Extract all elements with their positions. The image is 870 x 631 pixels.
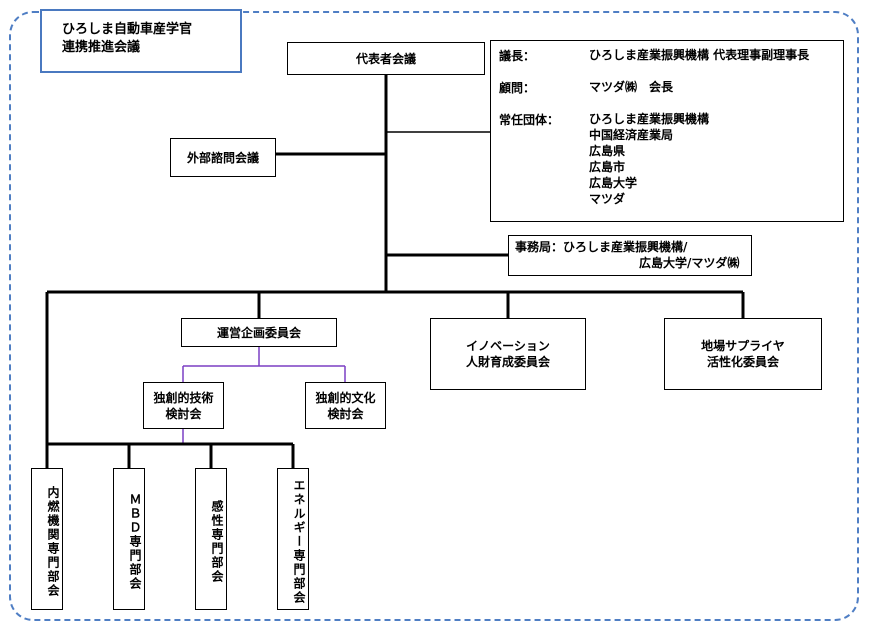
energy-dept-label: エネルギー専門部会 [292, 479, 306, 605]
members-list: ひろしま産業振興機構 中国経済産業局 広島県 広島市 広島大学 マツダ [589, 111, 709, 207]
council-title-line2: 連携推進会議 [62, 40, 141, 55]
innovation-line1: イノベーション [466, 339, 550, 353]
council-info-box: 議長： ひろしま産業振興機構 代表理事副理事長 顧問： マツダ㈱ 会長 常任団体… [490, 40, 844, 222]
supplier-committee-box: 地場サプライヤ 活性化委員会 [664, 318, 822, 390]
representative-meeting-box: 代表者会議 [287, 42, 485, 75]
member-item: マツダ [589, 192, 626, 206]
advisor-value: マツダ㈱ 会長 [589, 80, 674, 94]
chair-label: 議長： [499, 49, 536, 63]
planning-committee-box: 運営企画委員会 [181, 318, 337, 347]
tech-study-box: 独創的技術 検討会 [143, 382, 224, 429]
chair-value: ひろしま産業振興機構 代表理事副理事長 [589, 48, 810, 62]
secretariat-line2: 広島大学/マツダ㈱ [639, 256, 740, 270]
member-item: 広島大学 [589, 176, 638, 190]
member-item: 広島県 [589, 144, 626, 158]
supplier-line1: 地場サプライヤ [701, 339, 785, 353]
culture-study-line1: 独創的文化 [315, 390, 376, 405]
mbd-dept-label: ＭＢＤ専門部会 [128, 493, 142, 591]
representative-meeting-label: 代表者会議 [355, 51, 416, 66]
outer-dashed-frame [9, 11, 859, 621]
secretariat-line1: 事務局：ひろしま産業振興機構/ [515, 240, 688, 254]
member-item: ひろしま産業振興機構 [589, 112, 710, 126]
advisor-label: 顧問： [499, 81, 536, 95]
council-title-box: ひろしま自動車産学官 連携推進会議 [40, 9, 242, 73]
engine-dept-label: 内燃機関専門部会 [46, 486, 60, 598]
external-advisory-label: 外部諮問会議 [186, 150, 259, 165]
mbd-dept-box: ＭＢＤ専門部会 [113, 468, 145, 610]
culture-study-line2: 検討会 [327, 406, 364, 421]
council-title-line1: ひろしま自動車産学官 [62, 22, 193, 37]
innovation-committee-box: イノベーション 人財育成委員会 [430, 318, 586, 390]
member-item: 中国経済産業局 [589, 128, 674, 142]
energy-dept-box: エネルギー専門部会 [277, 468, 309, 610]
culture-study-box: 独創的文化 検討会 [305, 382, 386, 429]
innovation-line2: 人財育成委員会 [465, 355, 550, 369]
kansei-dept-box: 感性専門部会 [195, 468, 227, 610]
kansei-dept-label: 感性専門部会 [210, 500, 224, 584]
engine-dept-box: 内燃機関専門部会 [31, 468, 63, 610]
tech-study-line1: 独創的技術 [153, 390, 214, 405]
external-advisory-box: 外部諮問会議 [170, 138, 276, 177]
secretariat-box: 事務局：ひろしま産業振興機構/ 広島大学/マツダ㈱ [508, 235, 752, 276]
tech-study-line2: 検討会 [165, 406, 202, 421]
planning-committee-label: 運営企画委員会 [216, 325, 301, 340]
member-item: 広島市 [589, 160, 626, 174]
supplier-line2: 活性化委員会 [706, 355, 779, 369]
members-label: 常任団体： [499, 113, 560, 127]
